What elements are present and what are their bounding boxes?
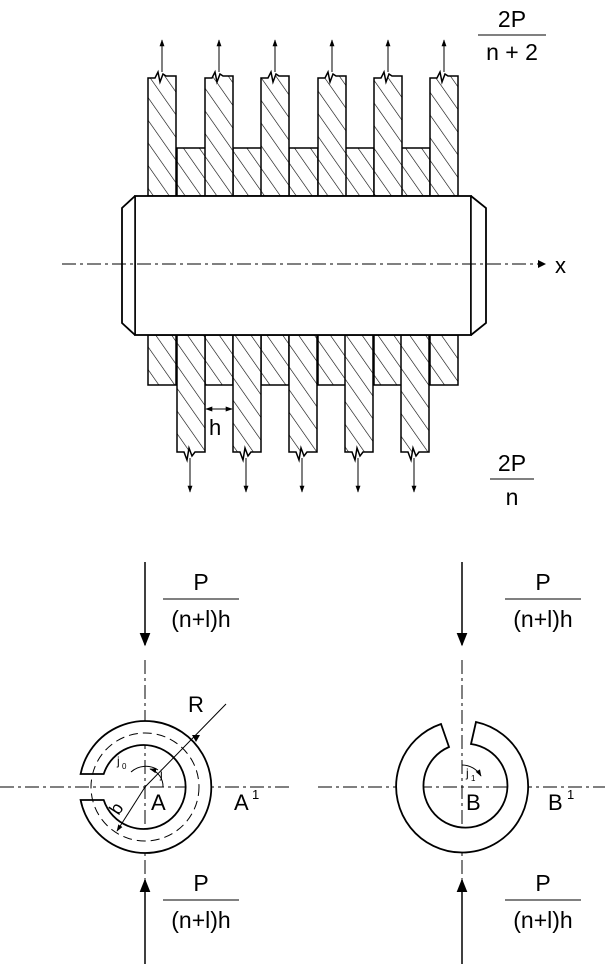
right-top-denominator: (n+l)h [513,606,572,632]
radius-line [144,703,227,788]
right-top-force-fraction: P (n+l)h [505,569,581,632]
right-bottom-numerator: P [535,870,550,896]
gap-label: h [209,415,221,440]
angle-label-0: j [116,754,120,768]
top-force-fraction: 2P n + 2 [478,6,546,65]
x-axis-arrow [538,260,546,268]
right-bottom-denominator: (n+l)h [513,907,572,933]
radius-label: R [188,692,204,717]
top-fraction-numerator: 2P [498,6,526,32]
right-top-numerator: P [535,569,550,595]
angle-label-0-sub: 0 [122,762,127,771]
lower-tall-plates [176,334,430,463]
radius-arrow [192,735,200,742]
axis-end-label-a1: A [234,790,249,815]
bottom-fraction-denominator: n [506,484,519,510]
upper-force-arrows [159,39,447,72]
x-axis-label: x [555,253,566,278]
axis-end-superscript-b1: 1 [567,787,574,802]
pin-assembly: x h 2P n + 2 2P n [62,6,566,510]
inner-radius-line [116,786,146,832]
gap-dimension: h [205,406,233,440]
left-mean-circle [90,732,200,842]
right-angle-label-sub: 1 [471,774,476,783]
upper-short-plates [176,147,431,197]
left-top-numerator: P [193,569,208,595]
bottom-fraction-numerator: 2P [498,450,526,476]
right-bottom-force-fraction: P (n+l)h [505,870,581,933]
axis-end-label-b1: B [548,790,563,815]
left-bottom-force-fraction: P (n+l)h [163,870,239,933]
left-ring-diagram: R b j j 0 A A 1 P (n+l)h P (n+l)h [0,562,290,964]
top-fraction-denominator: n + 2 [486,39,538,65]
left-bottom-numerator: P [193,870,208,896]
angle-arc-1 [149,768,164,788]
center-label-b: B [466,790,481,815]
right-angle-arc [461,764,482,777]
lower-force-arrows [187,458,417,493]
right-angle-label: j [465,766,469,780]
center-label-a: A [151,790,166,815]
left-top-force-fraction: P (n+l)h [163,569,239,632]
angle-label-1: j [159,767,163,781]
angle-arc-0 [130,765,159,773]
left-bottom-denominator: (n+l)h [171,907,230,933]
upper-tall-plates [147,69,459,197]
right-split-ring [395,720,529,854]
pin-body [121,195,487,336]
right-ring-diagram: j 1 B B 1 P (n+l)h P (n+l)h [318,562,605,964]
left-top-denominator: (n+l)h [171,606,230,632]
axis-end-superscript-a1: 1 [252,787,259,802]
bottom-force-fraction: 2P n [490,450,534,510]
